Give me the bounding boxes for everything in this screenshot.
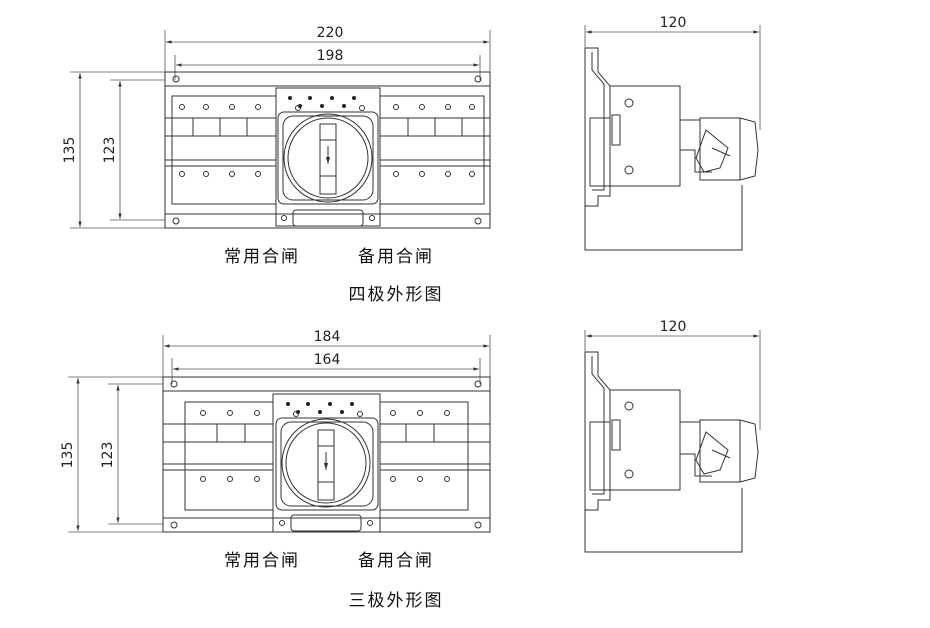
three-pole-label-standby: 备用合闸: [358, 551, 434, 571]
three-pole-height-outer: 135: [60, 442, 76, 469]
three-pole-side-view: 120: [584, 319, 761, 553]
four-pole-label-standby: 备用合闸: [358, 247, 434, 267]
four-pole-width-outer: 220: [317, 25, 344, 41]
four-pole-front-view: 220 198 135 123: [62, 25, 491, 229]
four-pole-side-depth: 120: [660, 15, 687, 31]
three-pole-width-outer: 184: [314, 329, 341, 345]
three-pole-label-normal: 常用合闸: [224, 551, 300, 571]
three-pole-height-inner: 123: [100, 442, 116, 469]
four-pole-side-view: 120: [584, 15, 761, 251]
four-pole-label-normal: 常用合闸: [224, 247, 300, 267]
three-pole-caption: 三极外形图: [349, 591, 444, 611]
three-pole-width-inner: 164: [314, 352, 341, 368]
four-pole-height-outer: 135: [62, 137, 78, 164]
three-pole-front-view: 184 164 135 123: [60, 329, 491, 533]
four-pole-width-inner: 198: [317, 48, 344, 64]
four-pole-caption: 四极外形图: [349, 285, 444, 305]
four-pole-height-inner: 123: [102, 137, 118, 164]
three-pole-side-depth: 120: [660, 319, 687, 335]
